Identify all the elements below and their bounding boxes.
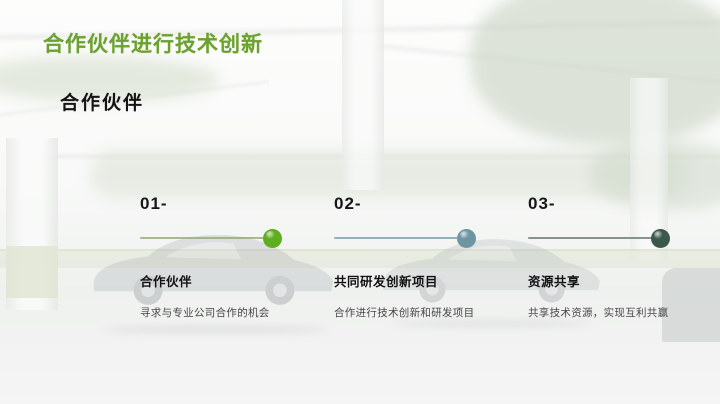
step-heading: 合作伙伴 [140,275,193,289]
step-description: 合作进行技术创新和研发项目 [334,307,475,319]
step-number: 02- [334,194,362,213]
timeline-dot [263,228,282,248]
timeline-step-2: 02- 共同研发创新项目 合作进行技术创新和研发项目 [334,195,520,320]
step-heading: 资源共享 [528,275,581,289]
timeline-connector [140,228,282,248]
slide-subtitle: 合作伙伴 [60,93,145,114]
car-shadow [392,320,592,327]
car-shadow [100,326,328,333]
timeline-dot [457,228,476,248]
hanging-plants [90,150,690,198]
step-number: 03- [528,194,556,213]
slide-title: 合作伙伴进行技术创新 [43,33,263,56]
garage-pillar [6,138,58,310]
ceiling-beam [40,152,720,161]
timeline-step-1: 01- 合作伙伴 寻求与专业公司合作的机会 [140,195,326,320]
timeline-connector [334,228,476,248]
timeline-line [140,237,267,239]
step-number: 01- [140,194,168,213]
timeline-line [528,237,655,239]
garage-pillar-base [6,246,58,298]
timeline-connector [528,228,670,248]
timeline-step-3: 03- 资源共享 共享技术资源，实现互利共赢 [528,195,714,320]
garage-pillar [342,0,384,190]
step-description: 共享技术资源，实现互利共赢 [528,307,669,319]
hanging-plants [470,0,720,145]
timeline-line [334,237,461,239]
step-description: 寻求与专业公司合作的机会 [140,307,270,319]
step-heading: 共同研发创新项目 [334,275,439,289]
ceiling-beam [380,41,720,89]
timeline-dot [651,228,670,248]
